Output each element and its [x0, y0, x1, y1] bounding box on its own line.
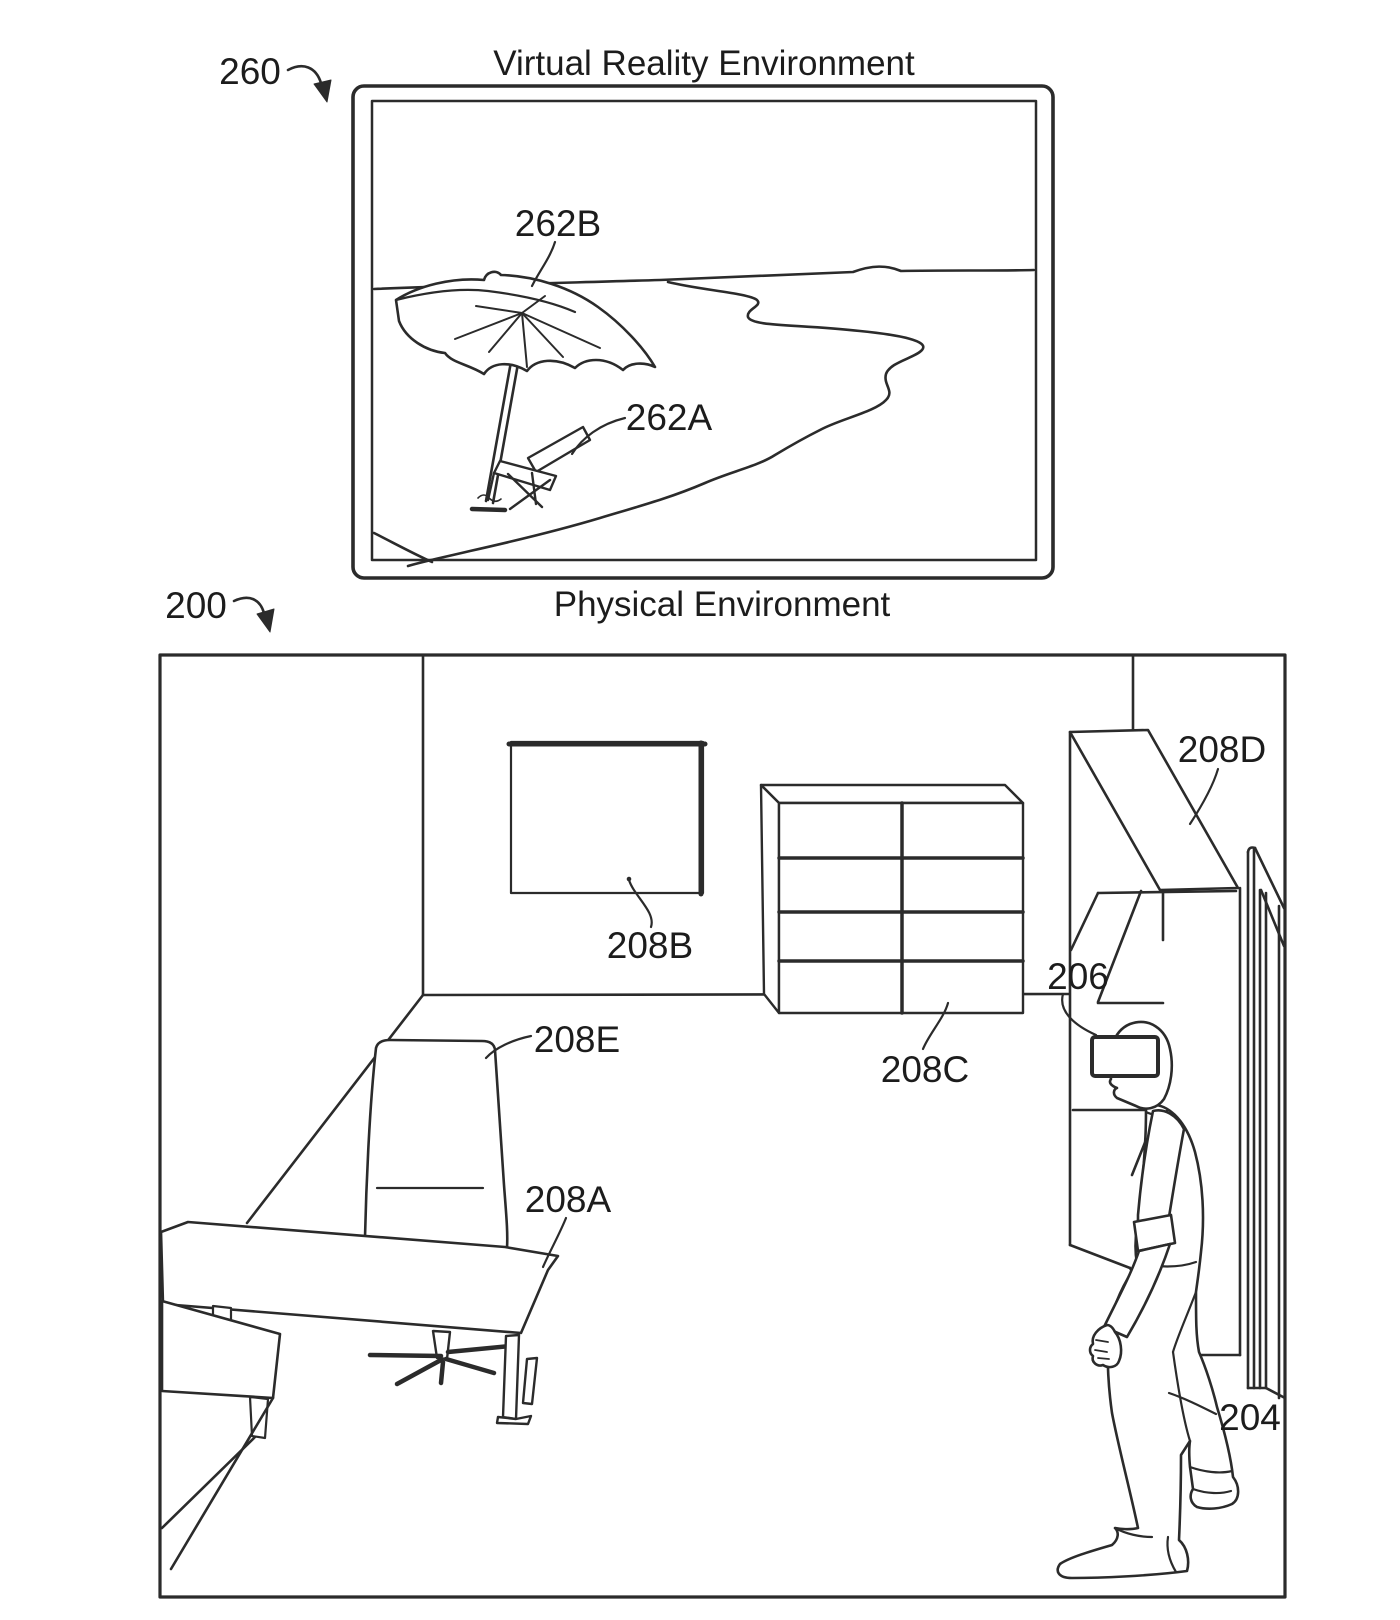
label-208C: 208C — [881, 1049, 969, 1090]
ref-label-200: 200 — [165, 585, 227, 626]
leader-262B — [530, 240, 557, 288]
vr-panel-title: Virtual Reality Environment — [493, 44, 915, 83]
leader-206 — [1061, 992, 1098, 1037]
leader-208B — [627, 878, 653, 929]
label-208A: 208A — [525, 1179, 612, 1220]
vr-environment-panel: 260 Virtual Reality Environment — [219, 44, 1055, 580]
side-table — [160, 1299, 282, 1571]
sand-line — [372, 531, 434, 564]
person-hand — [1088, 1323, 1123, 1369]
leader-208A — [541, 1216, 568, 1269]
room — [158, 653, 1287, 1599]
leader-262A — [570, 416, 627, 456]
leader-208C — [921, 1001, 950, 1051]
vr-headset — [1090, 1035, 1160, 1078]
label-204: 204 — [1219, 1397, 1281, 1438]
physical-environment-panel: 200 Physical Environment — [158, 585, 1287, 1599]
beach-umbrella — [394, 270, 657, 513]
label-262A: 262A — [626, 397, 713, 438]
ref-200-arrow-icon — [232, 596, 275, 633]
wall-picture — [506, 740, 708, 897]
chair-base — [367, 1329, 513, 1387]
leader-208D — [1188, 767, 1220, 826]
ref-260-arrow-icon — [286, 65, 332, 103]
office-chair — [363, 1038, 509, 1250]
left-wall-floor-edge — [245, 993, 425, 1225]
label-208D: 208D — [1178, 729, 1266, 770]
door — [1246, 846, 1287, 1400]
beach-scene: 262B 262A — [372, 203, 1036, 568]
label-208E: 208E — [534, 1019, 620, 1060]
label-262B: 262B — [515, 203, 601, 244]
person-arm — [1088, 1109, 1186, 1369]
ref-label-260: 260 — [219, 51, 281, 92]
leader-208E — [484, 1034, 533, 1060]
vr-display-frame — [351, 84, 1055, 580]
label-208B: 208B — [607, 925, 693, 966]
user-person — [1056, 1020, 1240, 1580]
labels: 208B 208C 208D 206 208E 208A 204 — [484, 729, 1281, 1438]
shelving-unit — [759, 783, 1025, 1015]
leader-204 — [1167, 1391, 1218, 1416]
shoreline — [406, 280, 925, 568]
desk-legs — [495, 1333, 539, 1426]
label-206: 206 — [1047, 956, 1109, 997]
bookcase — [1068, 728, 1242, 1357]
physical-panel-title: Physical Environment — [554, 585, 891, 624]
